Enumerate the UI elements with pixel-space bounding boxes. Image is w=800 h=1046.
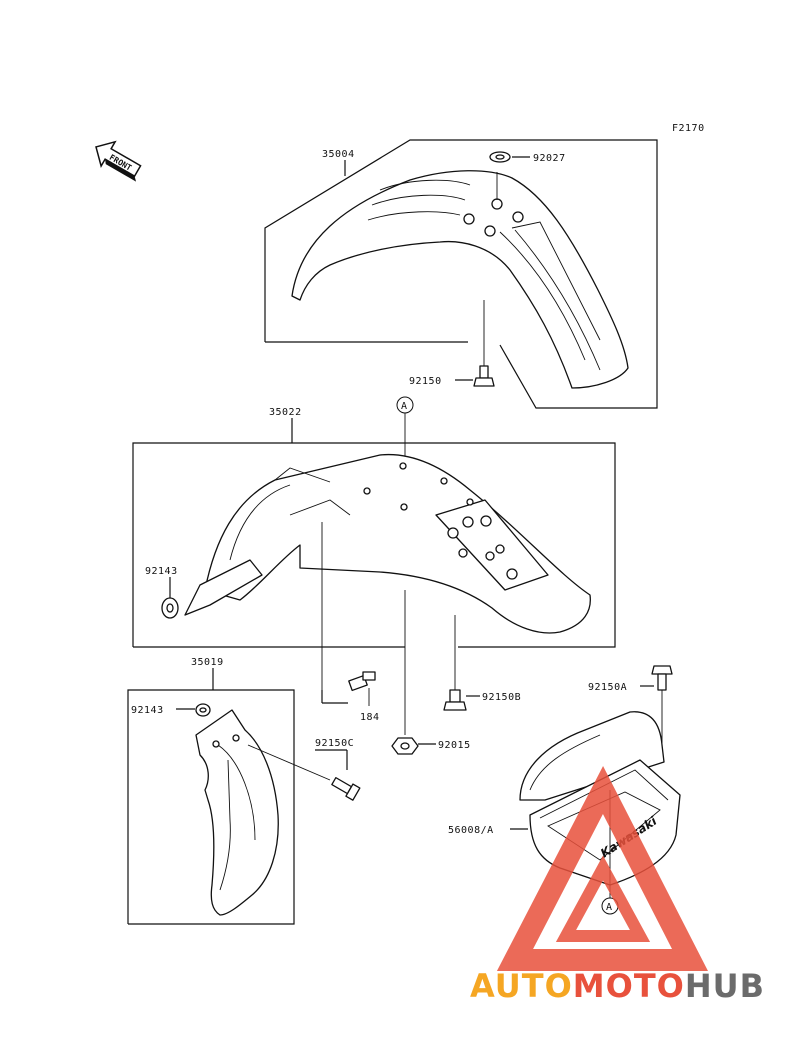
figure-code: F2170 — [672, 123, 705, 134]
label-35022: 35022 — [269, 407, 302, 418]
rear-flap — [195, 709, 279, 916]
rear-fender-group: 35022 A 92143 — [132, 396, 616, 735]
bolt-92150b: 92150B — [443, 689, 521, 711]
label-35019: 35019 — [191, 657, 224, 668]
label-92150b: 92150B — [482, 692, 521, 703]
label-92143-flap: 92143 — [131, 705, 164, 716]
label-92015: 92015 — [438, 740, 471, 751]
rear-flap-group: 35019 92143 92150C — [127, 657, 361, 925]
callout-a-bottom: A — [606, 902, 613, 913]
front-fender-group: 35004 92027 92150 — [264, 139, 658, 409]
label-92143-rear: 92143 — [145, 566, 178, 577]
nut-92015: 92015 — [391, 737, 471, 755]
bolt-icon — [651, 665, 673, 691]
svg-text:AUTOMOTOHUB: AUTOMOTOHUB — [470, 967, 765, 1005]
bolt-icon — [473, 365, 495, 387]
front-arrow-icon: FRONT — [95, 140, 142, 182]
label-92150c: 92150C — [315, 738, 354, 749]
label-35004: 35004 — [322, 149, 355, 160]
front-fender — [291, 170, 629, 389]
callout-a-top: A — [401, 401, 408, 412]
watermark-triangle-icon — [496, 765, 708, 971]
label-184: 184 — [360, 712, 380, 723]
label-56008a: 56008/A — [448, 825, 494, 836]
watermark-part3: HUB — [685, 967, 765, 1005]
label-92027: 92027 — [533, 153, 566, 164]
bolt-icon — [331, 777, 361, 801]
clip-184: 184 — [321, 671, 380, 723]
bolt-icon — [449, 689, 461, 703]
watermark-part1: AUTO — [470, 967, 573, 1005]
watermark: AUTOMOTOHUB — [470, 765, 765, 1005]
watermark-part2: MOTO — [573, 967, 685, 1005]
tool-case-lid — [519, 711, 665, 801]
label-92150a: 92150A — [588, 682, 627, 693]
label-92150: 92150 — [409, 376, 442, 387]
rear-fender — [204, 453, 591, 634]
